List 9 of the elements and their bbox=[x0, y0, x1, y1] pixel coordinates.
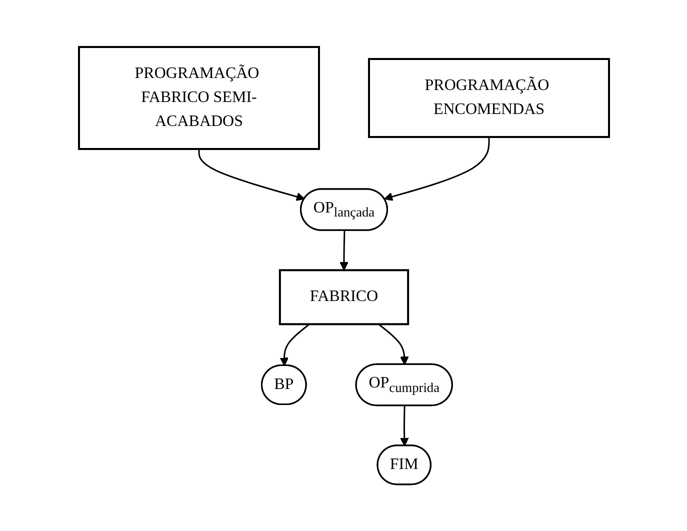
arrow bbox=[400, 406, 408, 446]
node-box: PROGRAMAÇÃO ENCOMENDAS bbox=[368, 58, 610, 138]
arrow bbox=[279, 323, 310, 366]
arrow bbox=[339, 230, 348, 270]
arrow bbox=[378, 323, 408, 365]
arrow bbox=[384, 136, 490, 201]
arrow bbox=[198, 148, 304, 201]
node-box: FABRICO bbox=[278, 269, 409, 325]
node-box: PROGRAMAÇÃO FABRICO SEMI-ACABADOS bbox=[78, 46, 320, 150]
